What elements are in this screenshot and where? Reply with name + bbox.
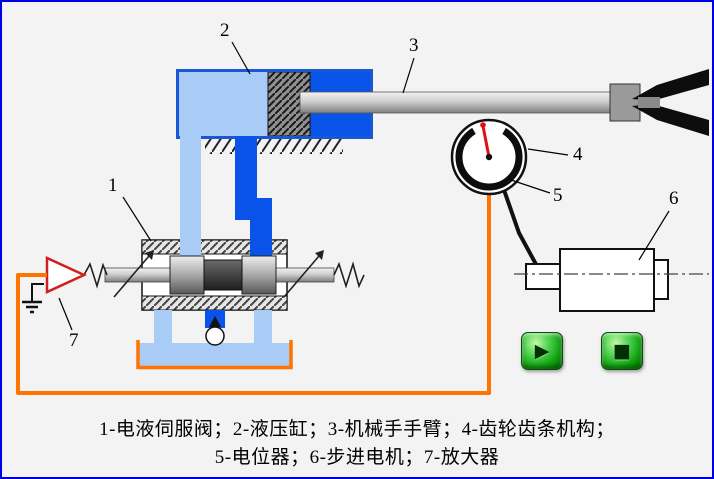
callout-4: 4 <box>573 144 583 165</box>
legend-line-2: 5-电位器；6-步进电机；7-放大器 <box>214 447 500 468</box>
stop-icon: ■ <box>613 339 631 362</box>
legend-line-1: 1-电液伺服阀；2-液压缸；3-机械手手臂；4-齿轮齿条机构； <box>99 419 615 440</box>
play-icon: ▶ <box>534 339 550 362</box>
amplifier-triangle <box>45 256 87 294</box>
valve-spool <box>83 250 365 298</box>
right-actuation-arrow <box>283 255 320 298</box>
ground-lead <box>31 283 44 301</box>
hydraulic-pipes <box>180 136 272 256</box>
left-actuation-arrow <box>113 255 150 298</box>
stepper-motor <box>502 189 709 312</box>
wiper-needle <box>481 125 491 158</box>
motor-end-cap <box>653 259 669 300</box>
pump-arrow <box>209 316 221 327</box>
feedback-wire <box>16 193 491 395</box>
motor-body <box>559 248 655 312</box>
callout-lines <box>58 41 670 331</box>
left-spring <box>83 261 108 289</box>
gripper-hub <box>609 83 641 122</box>
potentiometer-gear <box>450 118 528 196</box>
ground-symbol <box>22 300 42 314</box>
callout-3: 3 <box>409 35 419 56</box>
play-button[interactable]: ▶ <box>521 332 563 370</box>
callout-6: 6 <box>669 188 679 209</box>
gripper-lower-jaw <box>632 104 709 136</box>
callout-5: 5 <box>553 185 563 206</box>
callout-2: 2 <box>220 20 230 41</box>
callout-7: 7 <box>69 330 79 351</box>
pump-symbol <box>205 326 225 346</box>
tank-and-pump <box>136 310 293 370</box>
mount-hatching <box>205 139 343 154</box>
callout-1: 1 <box>108 175 118 196</box>
motor-coupling <box>525 263 561 290</box>
tank-outline <box>136 340 293 370</box>
right-spring <box>333 261 365 289</box>
gripper-upper-jaw <box>632 69 709 101</box>
motor-link <box>502 189 540 269</box>
amplifier <box>22 256 87 314</box>
stop-button[interactable]: ■ <box>601 332 643 370</box>
manipulator-arm <box>299 69 709 136</box>
